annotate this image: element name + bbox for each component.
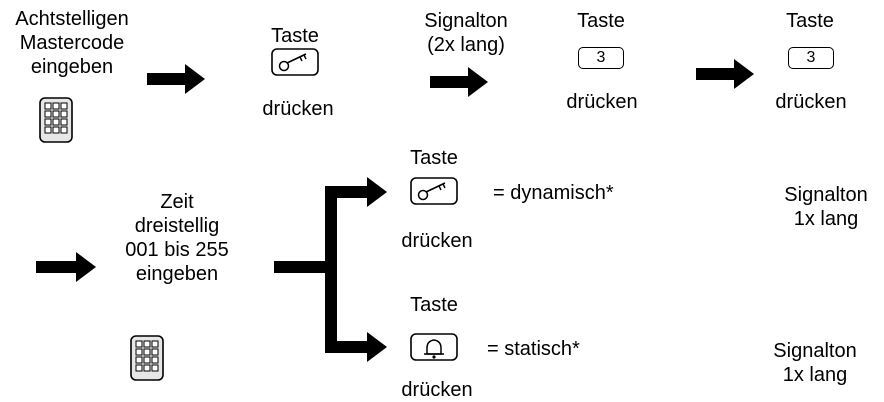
step6-text: Zeit dreistellig 001 bis 255 eingeben: [125, 190, 228, 286]
arrow-2-shaft: [430, 76, 470, 88]
branch-bottom-shaft: [325, 341, 369, 353]
step3-text: Signalton (2x lang): [424, 9, 507, 57]
static-signal-line1: Signalton: [773, 340, 857, 362]
step6-line2: dreistellig: [134, 215, 220, 237]
step6-line4: eingeben: [135, 263, 219, 285]
arrow-4-shaft: [36, 261, 78, 273]
bell-icon: [410, 333, 458, 361]
branch-top-shaft: [325, 186, 369, 198]
dynamic-signal-line1: Signalton: [784, 184, 868, 206]
step1-line1: Achtstelligen: [15, 8, 129, 30]
branch-stem: [274, 261, 331, 273]
branch-vertical: [325, 186, 337, 353]
arrow-3-head: [734, 59, 754, 89]
dynamic-label-top: Taste: [410, 147, 458, 169]
arrow-1-head: [185, 64, 205, 94]
static-signal: Signalton 1x lang: [773, 339, 856, 387]
step1-text: Achtstelligen Mastercode eingeben: [15, 7, 128, 79]
branch-top-head: [367, 177, 387, 207]
key-icon: [271, 48, 319, 76]
step1-line2: Mastercode: [19, 32, 125, 54]
dynamic-signal-line2: 1x lang: [793, 208, 859, 230]
step6-line1: Zeit: [160, 191, 194, 213]
step6-line3: 001 bis 255: [125, 239, 229, 261]
arrow-2-head: [468, 67, 488, 97]
step3-line1: Signalton: [424, 10, 508, 32]
branch-bottom-head: [367, 332, 387, 362]
key-3-button-second: 3: [788, 47, 834, 69]
step2-label-bottom: drücken: [262, 98, 334, 120]
step2-label-top: Taste: [271, 25, 319, 47]
step1-line3: eingeben: [30, 56, 114, 78]
arrow-1-shaft: [147, 73, 187, 85]
static-signal-line2: 1x lang: [782, 364, 848, 386]
dynamic-result: = dynamisch*: [493, 182, 614, 204]
dynamic-label-bottom: drücken: [401, 230, 473, 252]
step5-label-bottom: drücken: [775, 91, 847, 113]
step3-line2: (2x lang): [427, 34, 505, 56]
static-label-top: Taste: [410, 294, 458, 316]
arrow-4-head: [76, 252, 96, 282]
key-3-button: 3: [578, 47, 624, 69]
arrow-3-shaft: [696, 68, 736, 80]
step4-label-bottom: drücken: [566, 91, 638, 113]
keypad-icon-second: [130, 335, 164, 381]
dynamic-signal: Signalton 1x lang: [784, 183, 867, 231]
static-result: = statisch*: [487, 338, 580, 360]
step5-label-top: Taste: [786, 10, 834, 32]
key-icon-dynamic: [410, 177, 458, 205]
keypad-icon: [39, 97, 73, 143]
static-label-bottom: drücken: [401, 379, 473, 401]
step4-label-top: Taste: [577, 10, 625, 32]
